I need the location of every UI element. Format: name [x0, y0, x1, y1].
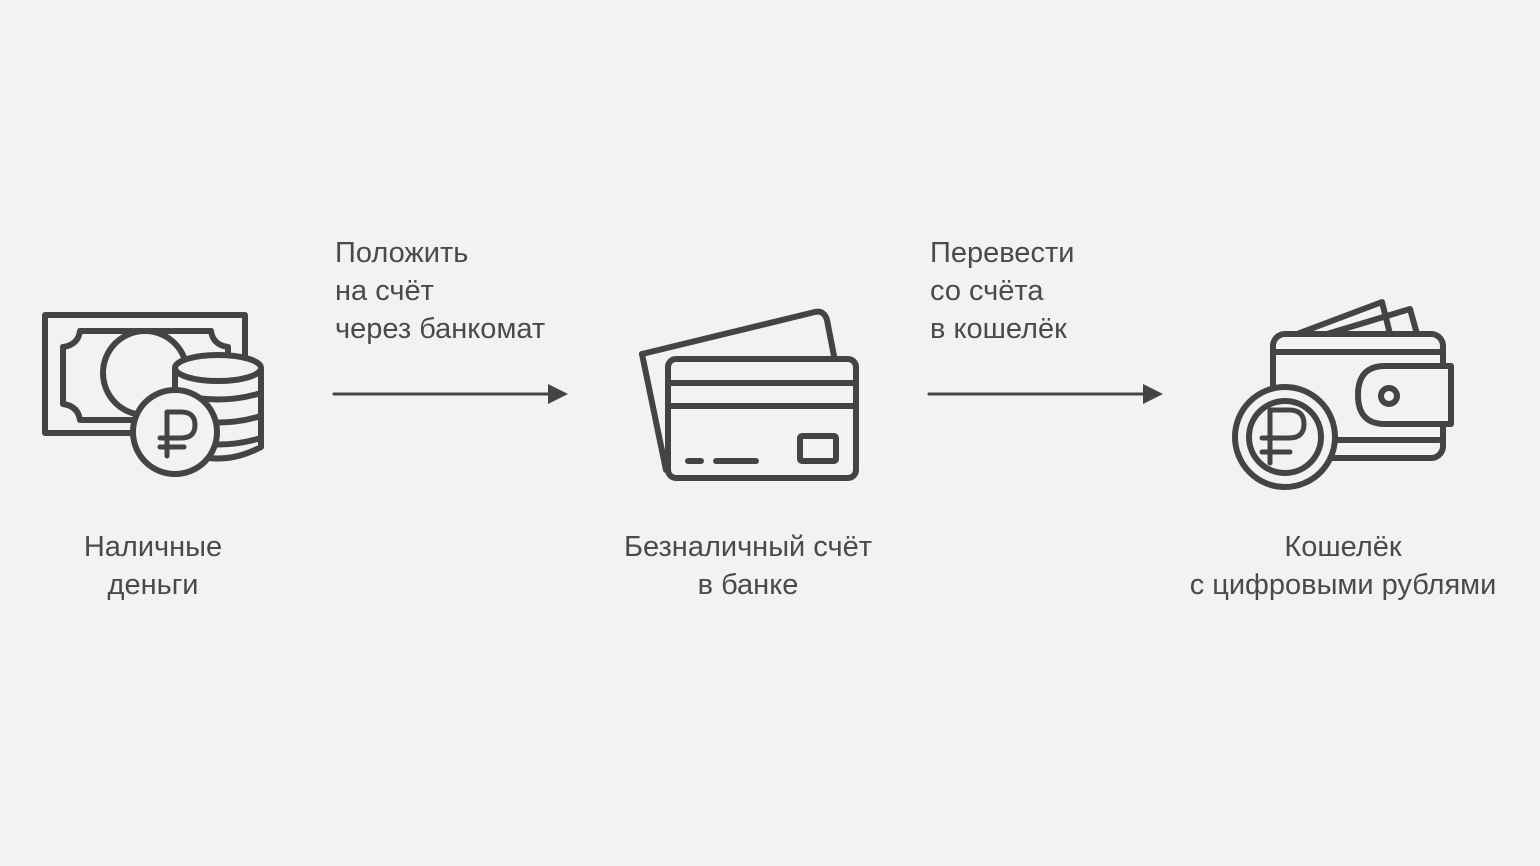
node-label-digital-wallet: Кошелёк с цифровыми рублями: [1190, 528, 1497, 604]
step-label-line: в кошелёк: [930, 313, 1067, 345]
node-label-line: Наличные: [83, 531, 223, 563]
arrow-1: [332, 384, 568, 404]
node-label-line: деньги: [107, 569, 199, 601]
bank-cards-icon: [639, 308, 859, 481]
node-label-cash: Наличные деньги: [84, 528, 222, 604]
step-label-line: через банкомат: [335, 313, 546, 345]
node-label-line: с цифровыми рублями: [1189, 569, 1497, 601]
step-label-deposit: Положить на счёт через банкомат: [335, 234, 545, 348]
step-label-line: Перевести: [930, 237, 1075, 269]
node-label-line: Безналичный счёт: [623, 531, 873, 563]
cash-coins-icon: [42, 312, 264, 477]
step-label-line: со счёта: [930, 275, 1044, 307]
node-label-line: в банке: [697, 569, 799, 601]
wallet-ruble-icon: [1232, 299, 1454, 490]
arrow-2: [927, 384, 1163, 404]
node-label-bank-account: Безналичный счёт в банке: [624, 528, 872, 604]
step-label-line: Положить: [335, 237, 469, 269]
node-label-line: Кошелёк: [1284, 531, 1402, 563]
step-label-transfer: Перевести со счёта в кошелёк: [930, 234, 1074, 348]
step-label-line: на счёт: [335, 275, 434, 307]
